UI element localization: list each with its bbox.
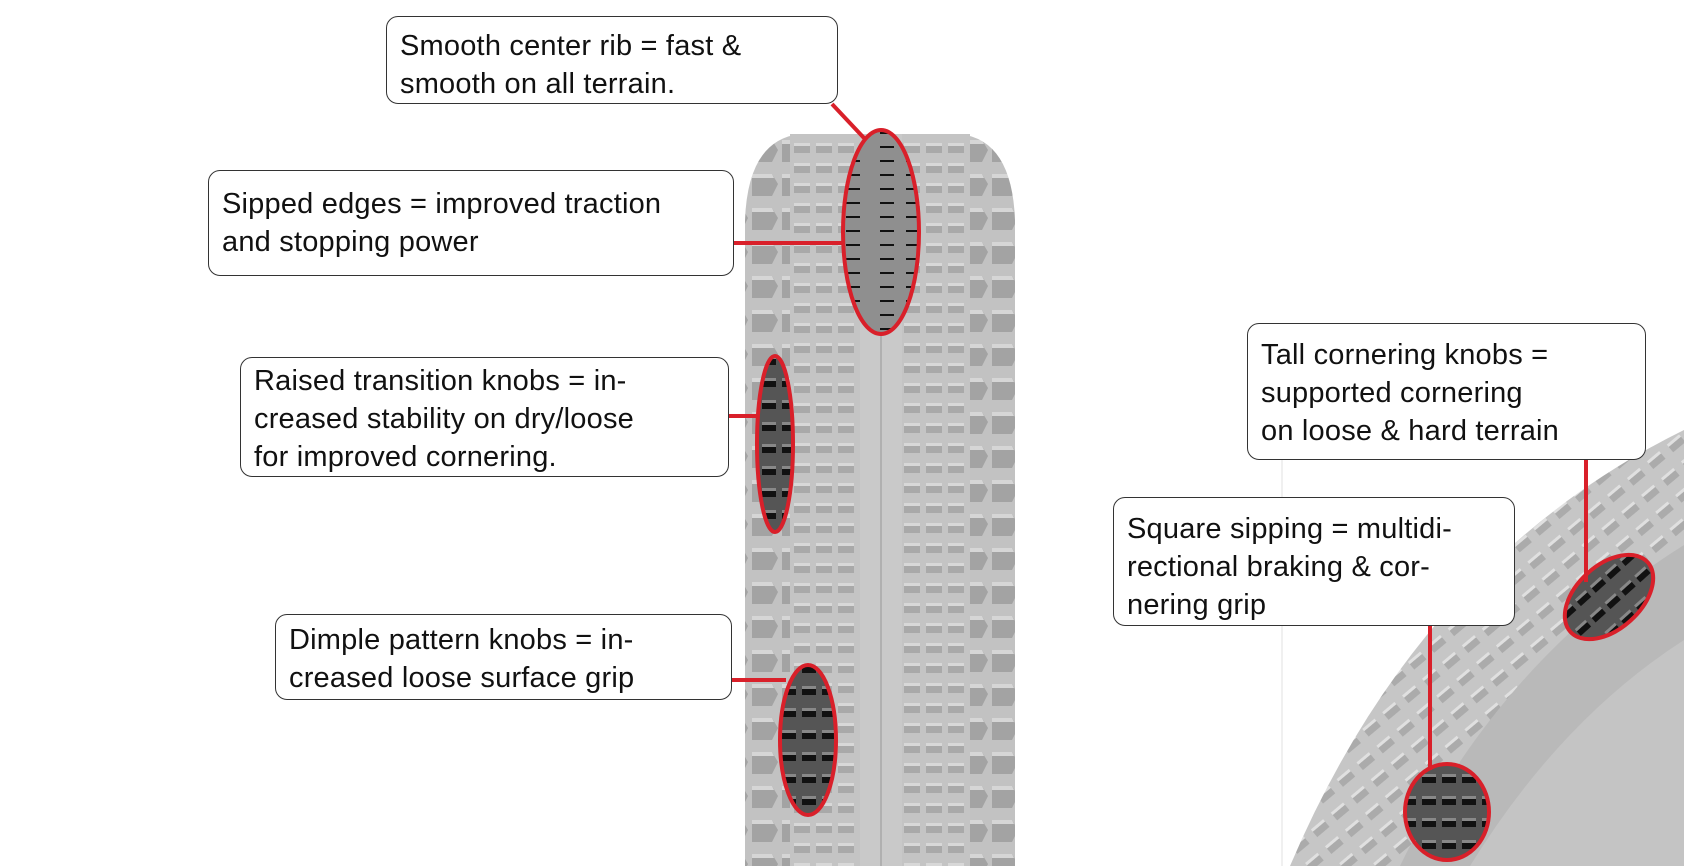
callout-text-line: smooth on all terrain. [400, 68, 676, 100]
callout-text-line: creased loose surface grip [289, 662, 635, 694]
leader-line-center-rib [830, 102, 866, 140]
callout-square-sipping: Square sipping = multidi- rectional brak… [1113, 497, 1515, 626]
callout-text-line: Sipped edges = improved traction [222, 188, 662, 220]
callout-text-line: Dimple pattern knobs = in- [289, 624, 634, 656]
callout-text-line: Square sipping = multidi- [1127, 513, 1452, 545]
callout-transition-knobs: Raised transition knobs = in- creased st… [240, 357, 729, 477]
highlight-transition-knobs [755, 354, 795, 534]
callout-text-line: nering grip [1127, 589, 1267, 621]
highlight-center-rib [841, 128, 921, 336]
callout-center-rib: Smooth center rib = fast & smooth on all… [386, 16, 838, 104]
callout-dimple-knobs: Dimple pattern knobs = in- creased loose… [275, 614, 732, 700]
callout-tall-cornering-knobs: Tall cornering knobs = supported corneri… [1247, 323, 1646, 460]
callout-text-line: Tall cornering knobs = [1261, 339, 1549, 371]
callout-text-line: Raised transition knobs = in- [254, 365, 627, 397]
callout-text-line: Smooth center rib = fast & [400, 30, 742, 62]
callout-text-line: for improved cornering. [254, 441, 557, 473]
callout-sipped-edges: Sipped edges = improved traction and sto… [208, 170, 734, 276]
callout-text-line: on loose & hard terrain [1261, 415, 1559, 447]
highlight-square-sipping [1403, 762, 1491, 862]
callout-text-line: rectional braking & cor- [1127, 551, 1430, 583]
callout-text-line: and stopping power [222, 226, 479, 258]
callout-text-line: supported cornering [1261, 377, 1523, 409]
leader-lines [729, 102, 1588, 770]
callout-text-line: creased stability on dry/loose [254, 403, 634, 435]
highlight-dimple-knobs [778, 663, 838, 817]
